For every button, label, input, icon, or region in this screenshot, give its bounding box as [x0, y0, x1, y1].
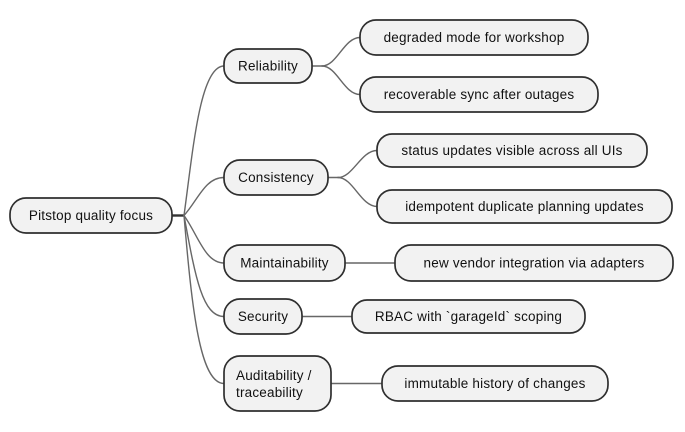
node-security-box [223, 298, 303, 335]
leaf-immutable-history-box [381, 365, 609, 402]
leaf-rbac-scoping-box [351, 299, 586, 334]
node-auditability-label-line2: traceability [236, 385, 303, 400]
node-security-label: Security [238, 309, 288, 324]
node-maintainability: Maintainability [223, 244, 346, 282]
leaf-vendor-integration-label: new vendor integration via adapters [424, 256, 645, 271]
node-root: Pitstop quality focus [9, 197, 173, 234]
node-reliability-label: Reliability [238, 59, 298, 74]
node-consistency-label: Consistency [238, 170, 314, 185]
leaf-degraded-mode: degraded mode for workshop [359, 19, 589, 56]
edge-root-auditability [183, 214, 225, 385]
leaf-status-updates: status updates visible across all UIs [376, 133, 648, 168]
edge-root-security [183, 214, 225, 318]
node-auditability-box [223, 355, 332, 412]
leaf-recoverable-sync-label: recoverable sync after outages [384, 87, 575, 102]
node-auditability-label-line1: Auditability / [236, 368, 312, 383]
leaf-status-updates-box [376, 133, 648, 168]
node-consistency: Consistency [223, 159, 329, 196]
edge-root-consistency [183, 176, 225, 217]
edge-reliability-degraded [321, 36, 361, 67]
edge-consistency-idempotent [337, 176, 378, 208]
leaf-idempotent-updates-box [376, 189, 673, 224]
leaf-rbac-scoping-label: RBAC with `garageId` scoping [375, 309, 562, 324]
node-reliability: Reliability [223, 48, 313, 84]
leaf-idempotent-updates-label: idempotent duplicate planning updates [405, 199, 644, 214]
node-maintainability-box [223, 244, 346, 282]
leaf-idempotent-updates: idempotent duplicate planning updates [376, 189, 673, 224]
leaf-immutable-history: immutable history of changes [381, 365, 609, 402]
node-security: Security [223, 298, 303, 335]
edges [172, 36, 396, 385]
leaf-degraded-mode-label: degraded mode for workshop [384, 30, 565, 45]
node-reliability-box [223, 48, 313, 84]
edge-root-reliability [183, 65, 225, 217]
leaf-rbac-scoping: RBAC with `garageId` scoping [351, 299, 586, 334]
edge-reliability-recoverable [321, 65, 361, 96]
node-root-label: Pitstop quality focus [29, 208, 153, 223]
leaf-recoverable-sync: recoverable sync after outages [359, 76, 599, 113]
leaf-vendor-integration-box [394, 244, 674, 282]
node-root-box [9, 197, 173, 234]
edge-consistency-status [337, 149, 378, 179]
node-maintainability-label: Maintainability [240, 256, 329, 271]
leaf-degraded-mode-box [359, 19, 589, 56]
leaf-vendor-integration: new vendor integration via adapters [394, 244, 674, 282]
edge-root-maintainability [183, 214, 225, 264]
node-consistency-box [223, 159, 329, 196]
leaf-status-updates-label: status updates visible across all UIs [401, 143, 622, 158]
leaf-immutable-history-label: immutable history of changes [404, 376, 585, 391]
leaf-recoverable-sync-box [359, 76, 599, 113]
node-auditability: Auditability / traceability [223, 355, 332, 412]
